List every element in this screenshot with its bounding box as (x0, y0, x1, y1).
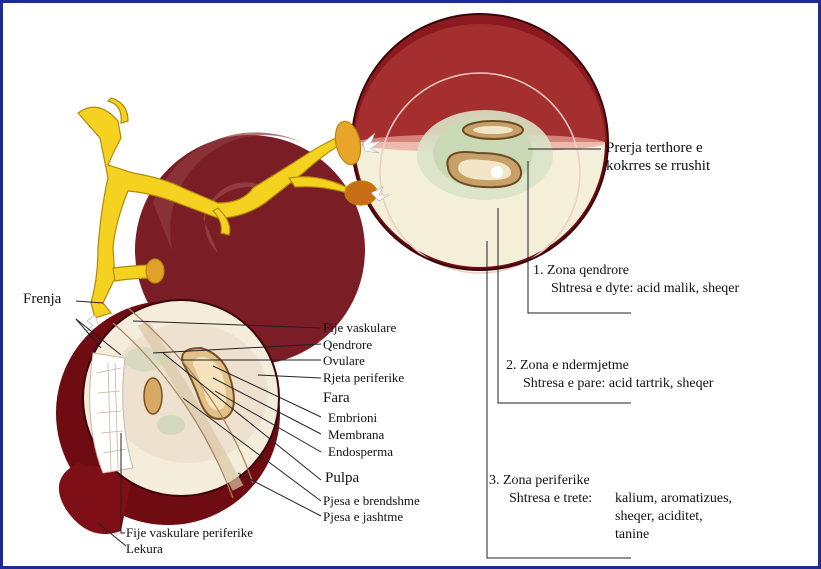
zone-3-detail-3: tanine (615, 527, 649, 542)
label-fije-vaskulare-periferike: Fije vaskulare periferike (126, 525, 253, 540)
label-membrana: Membrana (328, 427, 384, 442)
zone-1-subtitle: Shtresa e dyte: acid malik, sheqer (551, 281, 739, 296)
label-frenja: Frenja (23, 292, 61, 307)
zone-2-title: 2. Zona e ndermjetme (506, 358, 629, 373)
label-qendrore: Qendrore (323, 337, 372, 352)
label-fara: Fara (323, 391, 350, 406)
label-endosperma: Endosperma (328, 444, 393, 459)
label-lekura: Lekura (126, 541, 163, 556)
label-pjesa-brendshme: Pjesa e brendshme (323, 493, 420, 508)
label-embrioni: Embrioni (328, 410, 377, 425)
label-pjesa-jashtme: Pjesa e jashtme (323, 509, 403, 524)
zone-1-title: 1. Zona qendrore (533, 263, 629, 278)
zone-2-subtitle: Shtresa e pare: acid tartrik, sheqer (523, 376, 713, 391)
section-title-line1: Prerja terthore e (606, 141, 703, 156)
zone-3-title: 3. Zona periferike (489, 473, 590, 488)
zone-3-detail-1: kalium, aromatizues, (615, 491, 732, 506)
label-ovulare: Ovulare (323, 353, 365, 368)
section-title-line2: kokrres se rrushit (606, 159, 710, 174)
zone-3-subtitle: Shtresa e trete: (509, 491, 592, 506)
label-pulpa: Pulpa (325, 471, 359, 486)
zone-3-detail-2: sheqer, aciditet, (615, 509, 703, 524)
cross-section-grape (352, 14, 608, 273)
label-fije-vaskulare: Fije vaskulare (323, 320, 396, 335)
label-rjeta-periferike: Rjeta periferike (323, 370, 404, 385)
